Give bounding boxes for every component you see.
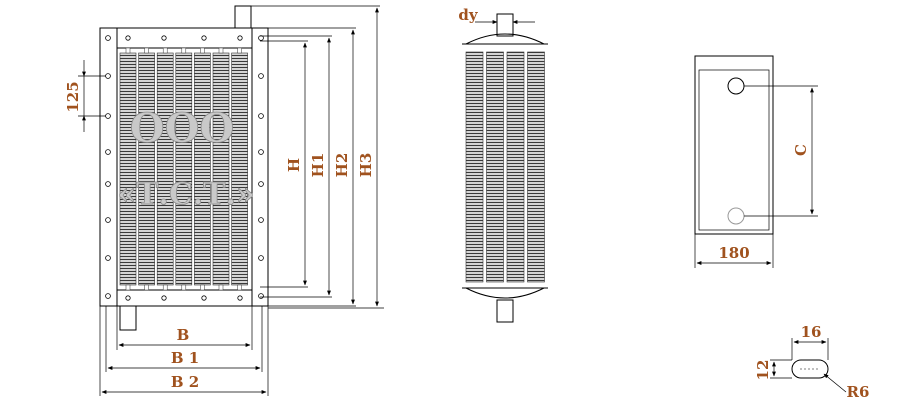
bolt-hole bbox=[105, 181, 111, 187]
bolt-hole bbox=[105, 73, 111, 79]
top-inlet-pipe bbox=[234, 5, 252, 29]
side-fin-tubes bbox=[465, 51, 545, 283]
bolt-hole bbox=[258, 73, 264, 79]
fin-tube bbox=[138, 52, 155, 286]
dimension-B2-label: B 2 bbox=[171, 373, 199, 391]
dimension-16-label: 16 bbox=[801, 323, 822, 341]
dimension-dy-label: dy bbox=[458, 6, 478, 24]
fin-tube bbox=[156, 52, 174, 286]
side-fin-tube bbox=[465, 51, 484, 283]
dimension-H1-label: H1 bbox=[309, 153, 327, 178]
side-top-pipe bbox=[496, 13, 514, 37]
dimension-H-label: H bbox=[285, 158, 303, 172]
dimension-pitch-label: 125 bbox=[64, 81, 82, 112]
fin-tubes bbox=[119, 47, 248, 291]
side-fin-tube bbox=[486, 51, 504, 283]
flange-outer bbox=[694, 55, 774, 235]
slot-shape bbox=[791, 359, 829, 379]
side-bottom-header bbox=[465, 287, 545, 299]
dimension-H3-label: H3 bbox=[357, 153, 375, 178]
bolt-hole bbox=[258, 149, 264, 155]
watermark-line2: «Т.С.Т.» bbox=[117, 177, 254, 212]
dimension-pitch: 125 bbox=[64, 60, 106, 132]
bolt-hole bbox=[105, 255, 111, 261]
dimension-dy: dy bbox=[458, 6, 535, 24]
bottom-outlet-pipe bbox=[119, 305, 137, 331]
side-view: dy bbox=[458, 6, 548, 323]
flange-inner bbox=[698, 69, 770, 231]
side-fin-tube bbox=[506, 51, 525, 283]
front-view: ООО «Т.С.Т.» 125 H bbox=[64, 5, 384, 396]
bolt-hole bbox=[258, 293, 264, 299]
side-fin-tube bbox=[527, 51, 545, 283]
dimension-B-label: B bbox=[177, 326, 190, 344]
dimension-widths: B B 1 B 2 bbox=[99, 306, 269, 396]
bolt-hole bbox=[105, 293, 111, 299]
dimension-C-label: C bbox=[792, 144, 810, 156]
bolt-hole bbox=[105, 113, 111, 119]
bolt-hole bbox=[105, 35, 111, 41]
fin-tube bbox=[175, 52, 193, 286]
bolt-hole bbox=[258, 35, 264, 41]
bolt-hole bbox=[105, 149, 111, 155]
flange-top-hole bbox=[727, 77, 745, 95]
side-top-header bbox=[465, 33, 545, 45]
dimension-B1-label: B 1 bbox=[171, 349, 199, 367]
bolt-hole bbox=[258, 113, 264, 119]
dimension-heights: H H1 H2 H3 bbox=[251, 5, 384, 309]
dimension-H2-label: H2 bbox=[333, 153, 351, 178]
bolt-hole bbox=[258, 217, 264, 223]
fin-tube bbox=[231, 52, 248, 286]
bolt-hole bbox=[258, 255, 264, 261]
fin-tube bbox=[119, 52, 137, 286]
dimension-12-label: 12 bbox=[754, 360, 772, 381]
side-bottom-pipe bbox=[496, 299, 514, 323]
mounting-holes bbox=[105, 35, 264, 301]
dimension-R6-label: R6 bbox=[847, 383, 870, 401]
flange-view: C 180 bbox=[694, 55, 818, 268]
heater-frame bbox=[99, 27, 269, 307]
dimension-180-label: 180 bbox=[718, 244, 749, 262]
flange-bottom-hole bbox=[727, 207, 745, 225]
slot-detail: 16 12 R6 bbox=[754, 323, 869, 401]
fin-tube bbox=[212, 52, 230, 286]
watermark-line1: ООО bbox=[130, 105, 235, 152]
fin-tube bbox=[194, 52, 211, 286]
bolt-hole bbox=[105, 217, 111, 223]
bolt-hole bbox=[258, 181, 264, 187]
